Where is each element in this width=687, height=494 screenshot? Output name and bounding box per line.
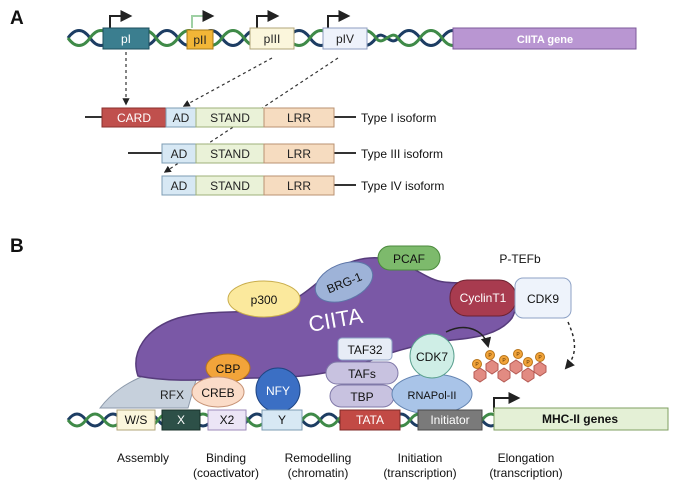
pii-arrow-icon xyxy=(191,10,215,28)
svg-text:pII: pII xyxy=(193,33,206,47)
cdk9-factor: CDK9 xyxy=(514,277,572,319)
phosphate-label: P xyxy=(502,358,506,364)
stage-elongation-sub: (transcription) xyxy=(489,466,562,480)
svg-text:TBP: TBP xyxy=(350,390,373,404)
svg-text:LRR: LRR xyxy=(287,147,311,161)
cdk7-phosphorylation-arrow-icon xyxy=(445,326,492,349)
ciita-gene-box: CIITA gene xyxy=(452,27,637,50)
cdk9-phosphorylation-arrow-icon xyxy=(564,321,576,370)
svg-text:CyclinT1: CyclinT1 xyxy=(460,291,507,305)
svg-text:TAF32: TAF32 xyxy=(347,343,382,357)
promoter-piii: pIII xyxy=(249,27,295,50)
promoter-pi: pI xyxy=(102,27,150,50)
tbp-factor: TBP xyxy=(329,384,395,408)
stage-assembly-title: Assembly xyxy=(117,451,169,465)
svg-text:STAND: STAND xyxy=(210,179,250,193)
phosphate-label: P xyxy=(538,355,542,361)
taf32-factor: TAF32 xyxy=(337,337,393,361)
p300-factor: p300 xyxy=(227,280,301,318)
piii-mapping-arrow-icon xyxy=(182,57,273,107)
phosphate-label: P xyxy=(516,352,520,358)
stage-initiation-sub: (transcription) xyxy=(383,466,456,480)
piii-arrow-icon xyxy=(256,10,280,28)
svg-text:Y: Y xyxy=(278,413,286,427)
cdk7-factor: CDK7 xyxy=(409,333,455,379)
svg-text:PCAF: PCAF xyxy=(393,252,425,266)
svg-text:X2: X2 xyxy=(220,413,235,427)
svg-text:CBP: CBP xyxy=(216,362,241,376)
svg-text:CDK9: CDK9 xyxy=(527,292,559,306)
promoter-piv: pIV xyxy=(322,27,368,50)
pcaf-factor: PCAF xyxy=(377,245,441,271)
svg-text:LRR: LRR xyxy=(287,179,311,193)
pi-arrow-icon xyxy=(109,10,133,28)
stage-binding-sub: (coactivator) xyxy=(193,466,259,480)
phosphate-label: P xyxy=(488,353,492,359)
svg-text:CARD: CARD xyxy=(117,111,151,125)
rfx-label: RFX xyxy=(160,388,184,402)
isoform-type-i: CARD AD STAND LRR Type I isoform xyxy=(85,107,436,128)
isoform-type-iii: AD STAND LRR Type III isoform xyxy=(128,143,443,164)
piv-arrow-icon xyxy=(327,10,351,28)
svg-text:pI: pI xyxy=(121,32,131,46)
svg-text:LRR: LRR xyxy=(287,111,311,125)
mhc-ii-genes-box: MHC-II genes xyxy=(493,407,669,431)
svg-text:TAFs: TAFs xyxy=(348,367,376,381)
x-box: X xyxy=(161,409,201,431)
panel-b-label: B xyxy=(10,236,24,257)
svg-text:CIITA gene: CIITA gene xyxy=(517,34,573,46)
stage-initiation-title: Initiation xyxy=(398,451,443,465)
tss-arrow-icon xyxy=(493,392,521,412)
svg-text:STAND: STAND xyxy=(210,111,250,125)
ws-box: W/S xyxy=(116,409,156,431)
ctd-phospho-chain xyxy=(473,359,547,383)
phosphate-icon xyxy=(472,349,545,369)
svg-text:Type I isoform: Type I isoform xyxy=(361,111,436,125)
ptefb-label: P-TEFb xyxy=(499,252,541,266)
svg-text:RNAPol-II: RNAPol-II xyxy=(408,390,457,402)
promoter-pii: pII xyxy=(186,29,214,50)
isoform-type-iv: AD STAND LRR Type IV isoform xyxy=(161,175,444,196)
svg-text:Initiator: Initiator xyxy=(430,413,469,427)
panel-a-label: A xyxy=(10,8,24,29)
svg-text:pIII: pIII xyxy=(264,32,281,46)
cyclint1-factor: CyclinT1 xyxy=(449,279,517,317)
svg-text:STAND: STAND xyxy=(210,147,250,161)
stage-remodelling-title: Remodelling xyxy=(285,451,352,465)
tafs-factor: TAFs xyxy=(325,361,399,385)
svg-text:AD: AD xyxy=(173,111,190,125)
stage-elongation-title: Elongation xyxy=(498,451,555,465)
svg-text:Type IV isoform: Type IV isoform xyxy=(361,179,444,193)
stage-remodelling-sub: (chromatin) xyxy=(288,466,349,480)
initiator-box: Initiator xyxy=(417,409,483,431)
svg-text:TATA: TATA xyxy=(356,413,384,427)
rnapol-ii-factor: RNAPol-II xyxy=(391,373,473,415)
svg-text:p300: p300 xyxy=(251,293,278,307)
svg-text:AD: AD xyxy=(171,147,188,161)
nfy-factor: NFY xyxy=(255,367,301,413)
cbp-factor: CBP xyxy=(205,353,251,383)
svg-text:NFY: NFY xyxy=(266,384,290,398)
phosphate-label: P xyxy=(526,360,530,366)
x2-box: X2 xyxy=(207,409,247,431)
svg-text:pIV: pIV xyxy=(336,32,354,46)
svg-text:AD: AD xyxy=(171,179,188,193)
brg1-factor: BRG-1 xyxy=(314,261,374,303)
tata-box: TATA xyxy=(339,409,401,431)
svg-text:CDK7: CDK7 xyxy=(416,350,448,364)
phosphate-label: P xyxy=(475,362,479,368)
svg-text:CREB: CREB xyxy=(201,386,234,400)
stage-binding-title: Binding xyxy=(206,451,246,465)
svg-text:X: X xyxy=(177,413,185,427)
svg-text:Type III isoform: Type III isoform xyxy=(361,147,443,161)
y-box: Y xyxy=(261,409,303,431)
svg-text:W/S: W/S xyxy=(125,413,148,427)
svg-text:MHC-II genes: MHC-II genes xyxy=(542,412,618,426)
creb-factor: CREB xyxy=(191,376,245,408)
